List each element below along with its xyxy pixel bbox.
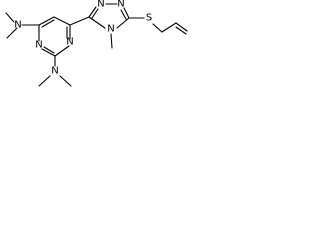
- bond-tri-c3-n2-inner: [91, 8, 99, 19]
- atom-n-pyrimidine-bottom: N: [35, 40, 42, 51]
- bond-pyr-c4-c5-inner: [41, 19, 55, 28]
- bond-tri-n4-methyl: [110, 33, 113, 49]
- atom-s-thioether: S: [146, 13, 152, 24]
- bond-tri-n1-c5: [123, 7, 130, 19]
- atom-n-triazole-right: N: [117, 0, 124, 10]
- bond-tri-n4-c3: [88, 16, 106, 29]
- bond-pyr-n1-c2: [54, 45, 70, 57]
- bond-pyr-c5-c6: [53, 16, 71, 26]
- bond-ch2-to-ch: [161, 22, 177, 33]
- bond-s-to-ch2: [152, 23, 163, 33]
- bond-pyr-to-triazole: [69, 16, 90, 26]
- bond-lower-nme2-methyl-left: [38, 75, 51, 87]
- bond-tri-c3-n2: [88, 6, 97, 18]
- structure-svg: N N N N N N N S: [5, 0, 188, 87]
- bond-lower-nme2-methyl-right: [59, 75, 72, 87]
- atom-n-triazole-methyl: N: [107, 24, 114, 35]
- bond-ch-to-ch2-double: [175, 22, 188, 32]
- atom-n-pyrimidine-right: N: [66, 37, 73, 48]
- bond-pyr-c2-n3-inner: [43, 46, 55, 54]
- bond-tri-n1-c5-inner: [120, 9, 127, 20]
- bond-tri-c5-n4: [116, 17, 130, 29]
- atom-n-triazole-top: N: [97, 0, 104, 10]
- bond-upper-nme2-methyl-left: [5, 12, 15, 23]
- atom-n-nme2-upper: N: [14, 20, 21, 31]
- bond-pyr-c4-c5: [38, 16, 55, 26]
- atom-n-nme2-lower: N: [51, 66, 58, 77]
- molecule-diagram: N N N N N N N S: [0, 0, 189, 98]
- bond-pyr-c2-n3: [41, 48, 56, 57]
- bond-upper-nme2-methyl-down: [6, 27, 18, 39]
- bond-ch-to-ch2-double-inner: [175, 26, 187, 35]
